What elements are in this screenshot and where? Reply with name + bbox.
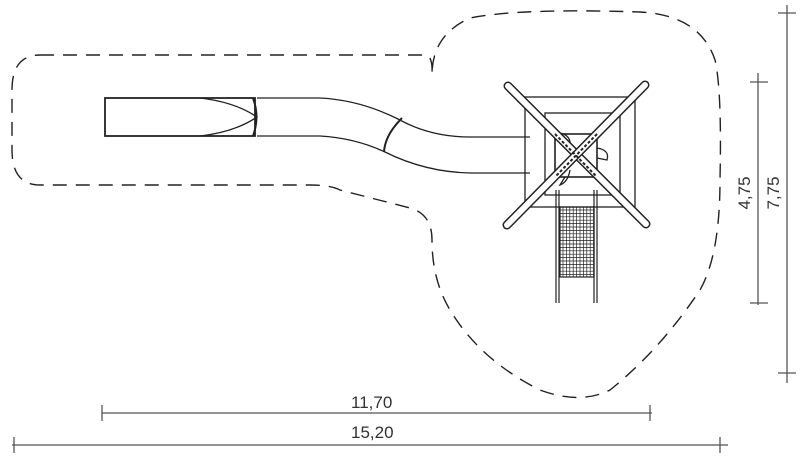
tower-platform <box>554 133 598 178</box>
safety-zone-boundary <box>11 10 722 399</box>
tower-roof-inner <box>544 112 621 196</box>
dim-label-inner-depth: 4,75 <box>735 176 754 210</box>
dim-label-total-width: 15,20 <box>351 423 394 442</box>
dim-label-inner-width: 11,70 <box>351 393 393 412</box>
slide-tube <box>257 97 530 138</box>
slide <box>104 97 530 174</box>
climbing-net-ladder <box>555 190 598 303</box>
tower <box>502 80 651 230</box>
dimension-lines <box>12 5 796 453</box>
cross-beams <box>502 80 651 230</box>
slide-exit-section <box>104 97 256 137</box>
dim-label-total-depth: 7,75 <box>764 176 783 210</box>
